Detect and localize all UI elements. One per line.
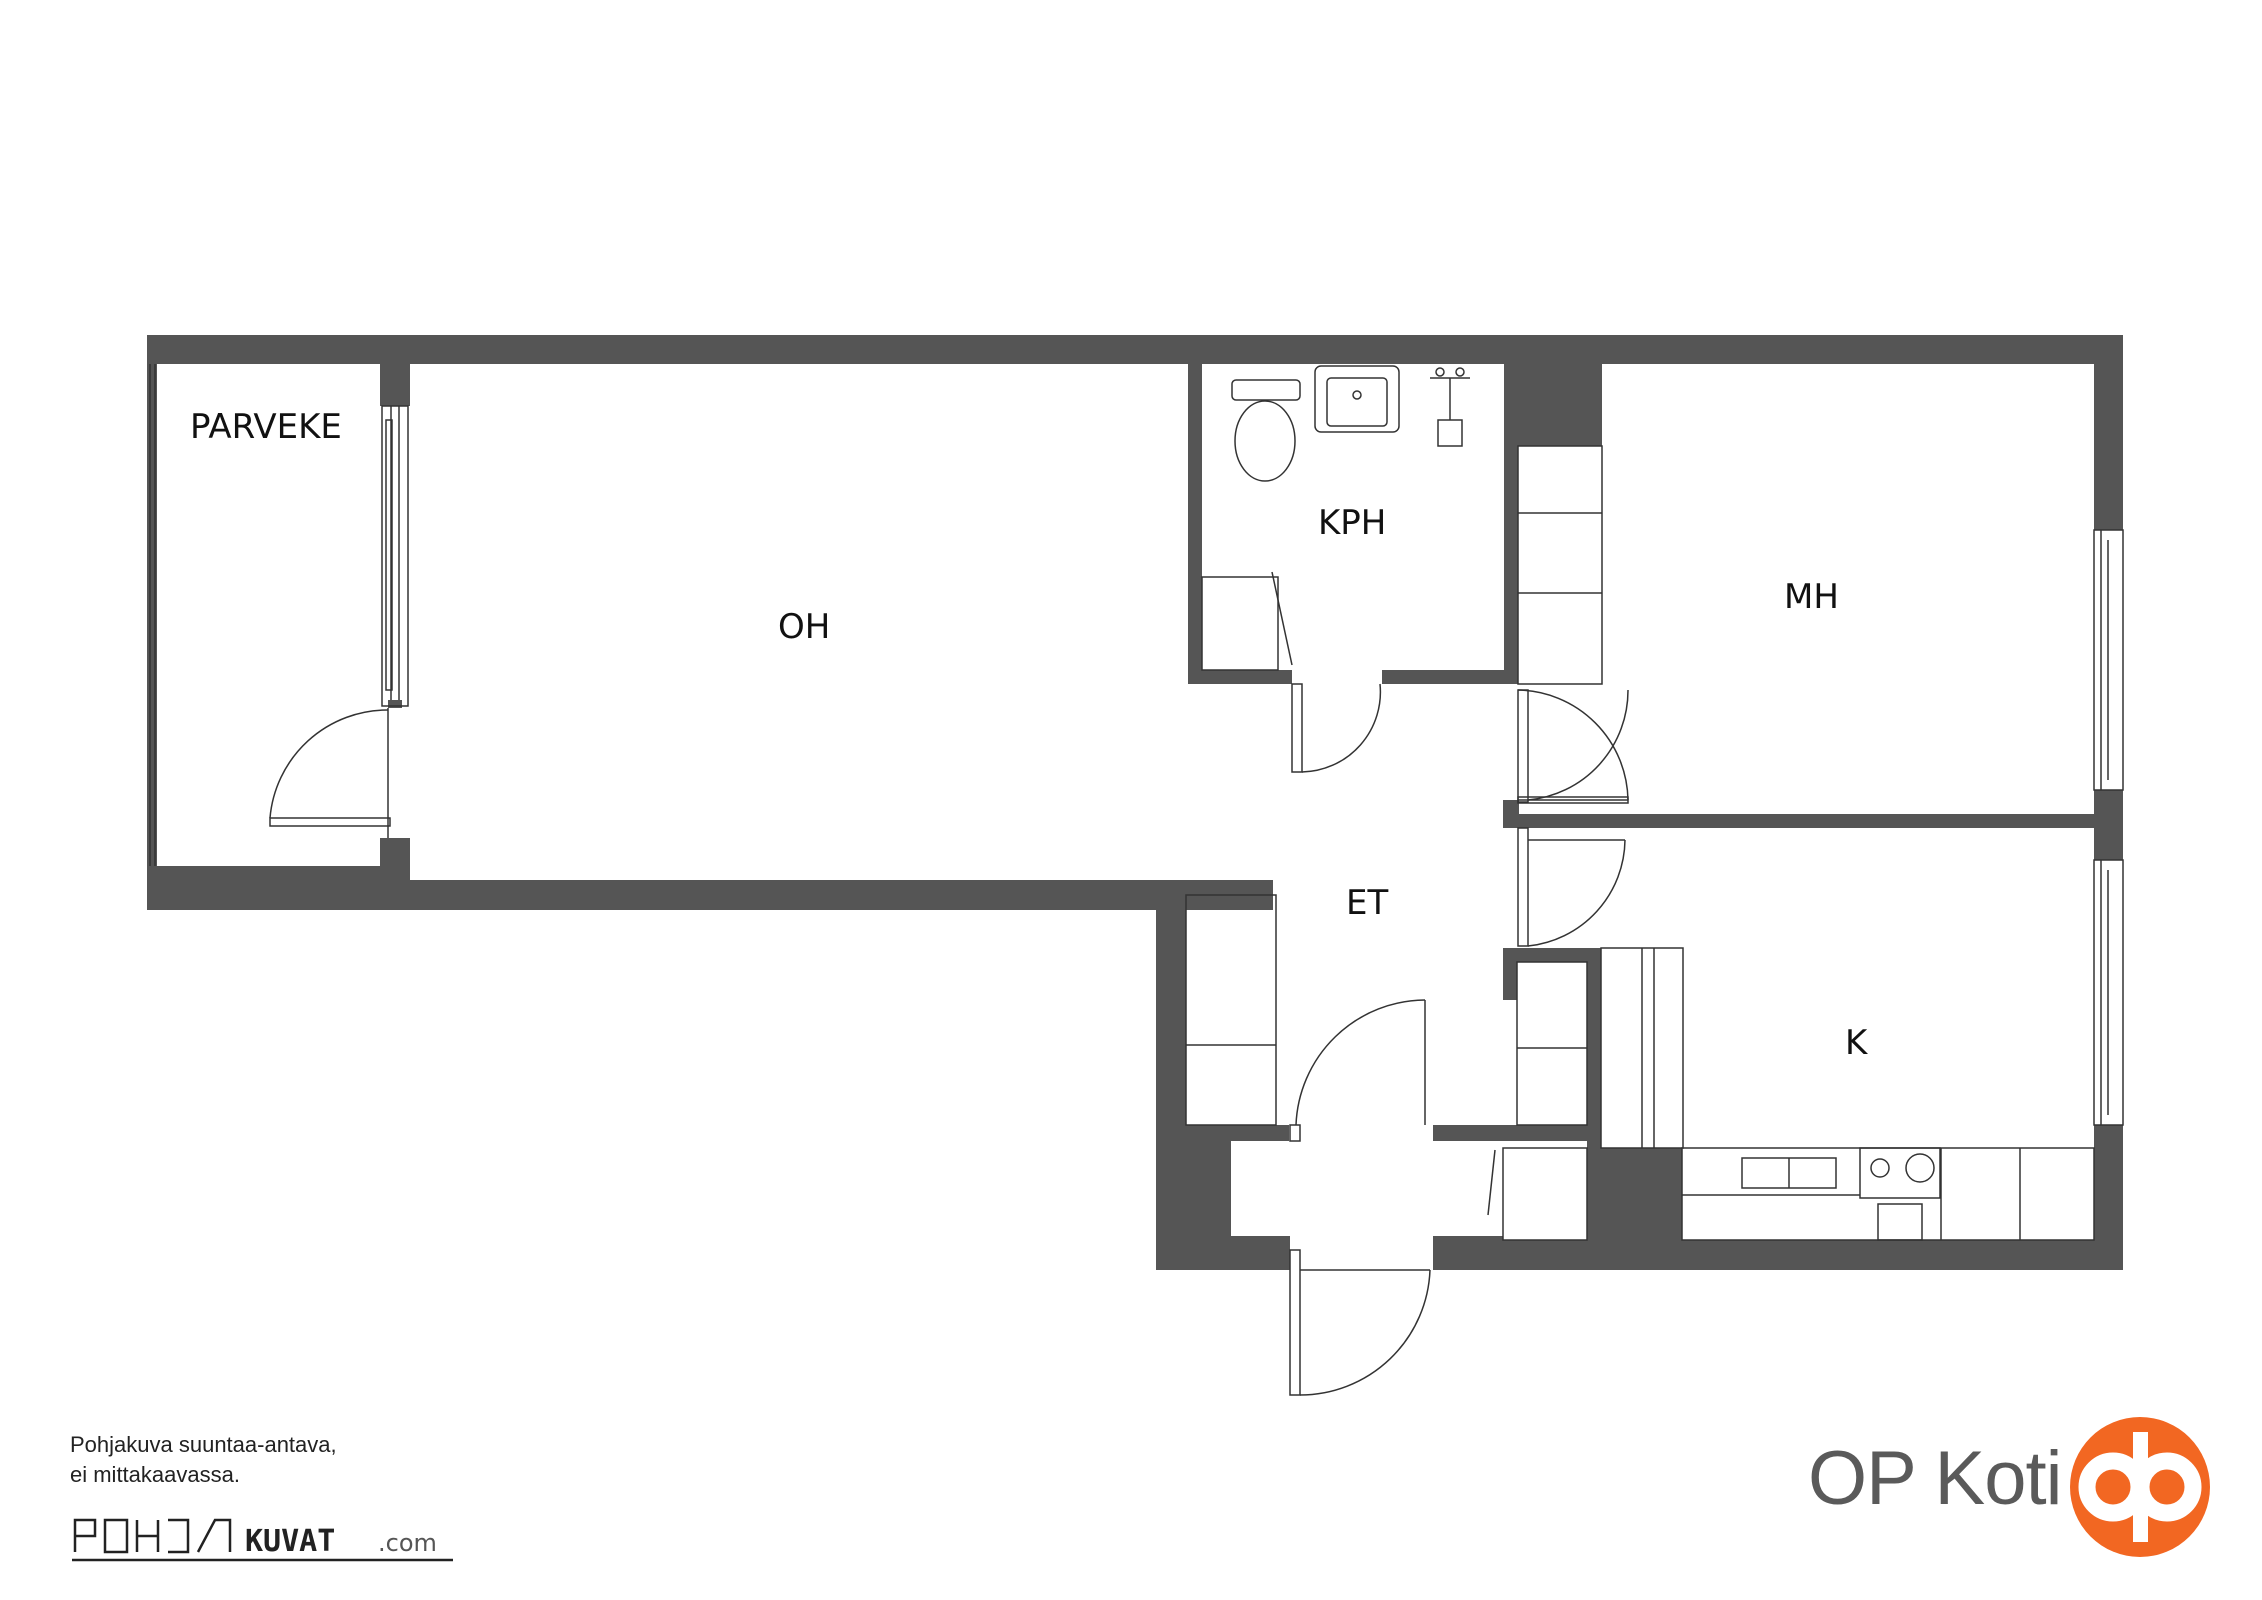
- disclaimer-line-2: ei mittakaavassa.: [70, 1462, 240, 1487]
- balcony-glazing: [149, 364, 156, 866]
- pohjakuvat-logo-kuvat: KUVAT: [245, 1524, 335, 1559]
- room-label-kph: KPH: [1318, 503, 1386, 543]
- doors: [269, 571, 1629, 1396]
- room-label-parveke: PARVEKE: [190, 407, 342, 447]
- disclaimer: Pohjakuva suuntaa-antava, ei mittakaavas…: [70, 1430, 337, 1490]
- room-label-et: ET: [1346, 883, 1388, 923]
- exterior-windows: [2093, 529, 2124, 1126]
- balcony-door-window: [381, 405, 409, 707]
- room-label-mh: MH: [1784, 577, 1839, 617]
- brand-name: OP Koti: [1808, 1436, 2063, 1521]
- bathroom-fixtures: [1231, 365, 1470, 482]
- pohjakuvat-logo-com: .com: [378, 1529, 437, 1557]
- walls: [147, 335, 2123, 1270]
- pohjakuvat-logo: [72, 1518, 453, 1562]
- svg-text:.com: .com: [378, 1529, 437, 1557]
- room-label-k: K: [1845, 1023, 1869, 1063]
- svg-text:KUVAT: KUVAT: [245, 1524, 335, 1559]
- room-label-oh: OH: [778, 607, 830, 647]
- op-logo-icon: [2070, 1417, 2210, 1557]
- cabinets: [1185, 445, 2095, 1241]
- disclaimer-line-1: Pohjakuva suuntaa-antava,: [70, 1432, 337, 1457]
